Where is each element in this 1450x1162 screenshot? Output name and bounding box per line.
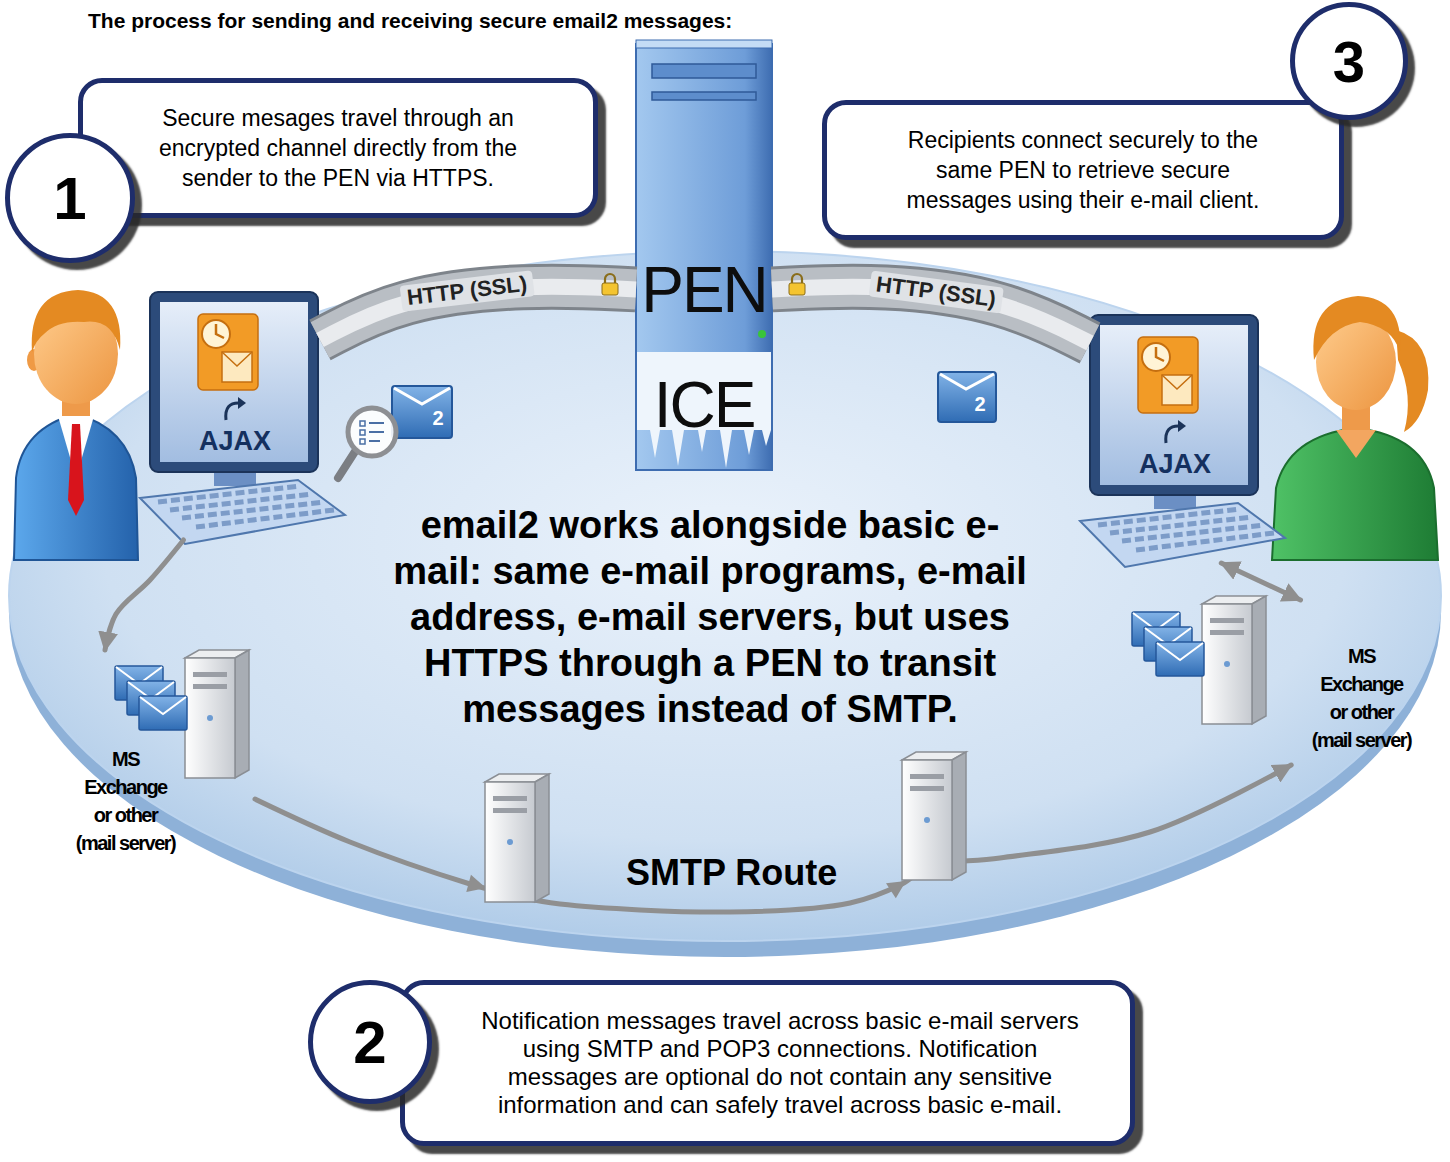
callout-number: 3 bbox=[1290, 2, 1408, 120]
callout-number: 2 bbox=[308, 980, 432, 1104]
callout-text: Notification messages travel across basi… bbox=[475, 1007, 1085, 1119]
pen-ice-server bbox=[636, 44, 772, 470]
relay-server bbox=[485, 774, 549, 902]
callout-box: Secure mesages travel through an encrypt… bbox=[78, 78, 598, 218]
sender-person bbox=[32, 290, 121, 352]
diagram-title: The process for sending and receiving se… bbox=[88, 8, 732, 34]
node-label: AJAX bbox=[1130, 449, 1220, 479]
relay-server bbox=[902, 752, 966, 880]
secure-envelope bbox=[940, 374, 994, 389]
secure-envelope-inspected bbox=[338, 386, 452, 478]
recipient-person bbox=[1313, 296, 1400, 360]
recipient-person bbox=[1336, 430, 1376, 458]
node-label: ICE bbox=[636, 373, 772, 437]
sender-person bbox=[14, 290, 138, 560]
callout-number: 1 bbox=[5, 133, 135, 263]
callout-text: Recipients connect securely to the same … bbox=[898, 125, 1268, 215]
sender-person bbox=[14, 414, 138, 560]
secure-envelope bbox=[938, 372, 996, 422]
node-label: AJAX bbox=[190, 426, 280, 456]
center-note: email2 works alongside basic e-mail: sam… bbox=[386, 502, 1034, 732]
recipient-person bbox=[1272, 296, 1438, 560]
ssl-lock bbox=[605, 274, 615, 283]
tube-label: HTTP (SSL) bbox=[400, 271, 535, 312]
ssl-lock bbox=[789, 274, 805, 295]
secure-envelope-inspected bbox=[338, 450, 356, 478]
connectors bbox=[105, 287, 1301, 912]
secure-envelope bbox=[938, 372, 996, 422]
mail-server-node: MS Exchange or other (mail server) bbox=[1130, 600, 1440, 765]
mail-route-arrow bbox=[105, 540, 184, 650]
pen-ice-server bbox=[652, 92, 756, 100]
secure-envelope-inspected bbox=[360, 421, 365, 426]
pen-ice-server bbox=[636, 40, 772, 48]
mail-route-arrow bbox=[1221, 563, 1300, 600]
sender-computer-node: AJAX bbox=[145, 290, 320, 540]
secure-envelope-inspected bbox=[360, 439, 365, 444]
envelope-number: 2 bbox=[970, 392, 990, 416]
pen-ice-server bbox=[652, 64, 756, 78]
ssl-lock bbox=[602, 274, 618, 295]
recipient-person bbox=[1396, 330, 1428, 432]
platform-ellipse bbox=[9, 251, 1441, 957]
platform-ellipse bbox=[9, 251, 1441, 941]
sender-person bbox=[68, 424, 84, 516]
mail-route-arrow bbox=[255, 765, 1291, 912]
ssl-lock bbox=[792, 274, 802, 283]
callout-box: Recipients connect securely to the same … bbox=[822, 100, 1344, 240]
recipient-computer bbox=[1080, 315, 1285, 567]
tube-label: HTTP (SSL) bbox=[868, 270, 1003, 313]
pen-ice-server bbox=[758, 330, 766, 338]
route-label: SMTP Route bbox=[626, 852, 837, 893]
recipient-computer-node: AJAX bbox=[1090, 313, 1265, 563]
mail-server-icon bbox=[1132, 596, 1266, 724]
secure-envelope-inspected bbox=[369, 423, 384, 441]
ssl-lock bbox=[789, 283, 805, 295]
callout-box: Notification messages travel across basi… bbox=[400, 980, 1135, 1146]
secure-envelope-inspected bbox=[348, 408, 396, 456]
pen-ice-server bbox=[636, 40, 772, 470]
sender-computer bbox=[140, 292, 345, 544]
callout-text: Secure mesages travel through an encrypt… bbox=[145, 103, 531, 193]
recipient-person bbox=[1272, 428, 1438, 560]
secure-envelope-inspected bbox=[360, 430, 365, 435]
secure-envelope-inspected bbox=[392, 386, 452, 438]
node-label: PEN bbox=[636, 258, 772, 322]
ssl-lock bbox=[602, 283, 618, 295]
mail-server-node: MS Exchange or other (mail server) bbox=[55, 650, 255, 860]
envelope-number: 2 bbox=[428, 406, 448, 430]
mail-route-arrow bbox=[1221, 563, 1300, 600]
node-label: MS Exchange or other (mail server) bbox=[75, 745, 176, 857]
secure-envelope-inspected bbox=[394, 388, 450, 404]
node-label: MS Exchange or other (mail server) bbox=[1311, 642, 1412, 754]
mail-route-arrow bbox=[255, 765, 1291, 912]
mail-route-arrow bbox=[105, 540, 184, 650]
pen-server-node: PEN ICE bbox=[636, 40, 772, 470]
